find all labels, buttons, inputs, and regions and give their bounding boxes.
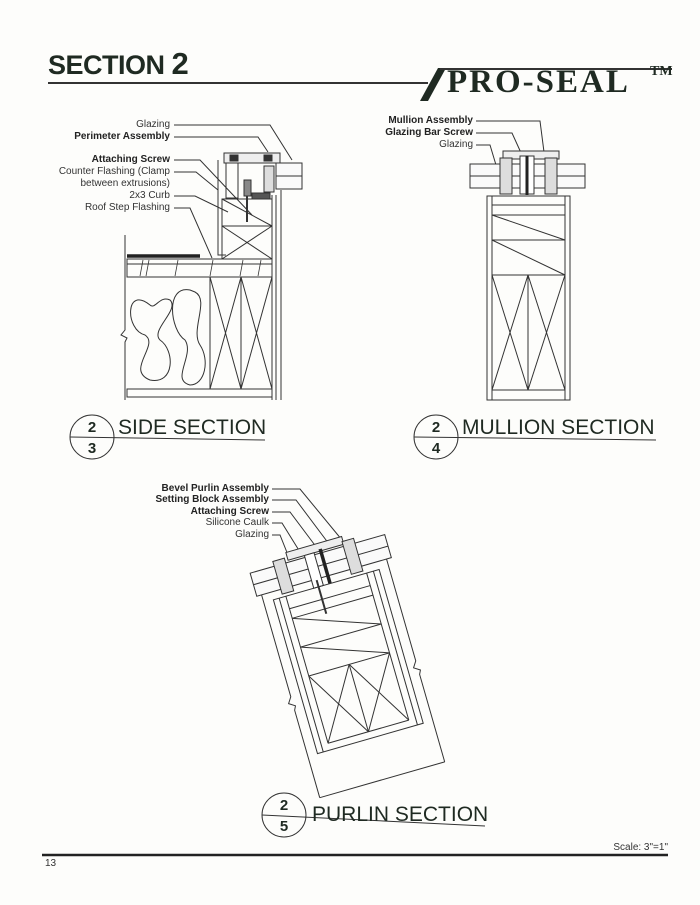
purlin-section-title: PURLIN SECTION [312,803,489,826]
side-section-drawing [120,124,303,400]
label-perimeter-assembly: Perimeter Assembly [74,131,170,142]
mullion-bubble-top: 2 [431,419,441,436]
label-glazing-bar-screw: Glazing Bar Screw [385,127,473,138]
side-bubble-bottom: 3 [87,440,97,457]
side-section-bubble [69,414,266,460]
brand-logo: PRO-SEAL [447,64,630,100]
mullion-section-bubble [413,414,657,460]
purlin-bubble-top: 2 [279,797,289,814]
mullion-section-drawing [469,120,586,401]
section-title: SECTION 2 [48,46,189,82]
page-number: 13 [45,858,57,869]
side-section-title: SIDE SECTION [118,416,267,439]
label-mullion-glazing: Glazing [439,139,473,150]
label-counter-flashing: Counter Flashing (Clamp [58,166,170,177]
label-roof-step-flashing: Roof Step Flashing [84,202,170,213]
scale-note: Scale: 3"=1" [613,842,668,853]
label-purlin-attaching-screw: Attaching Screw [190,506,269,517]
label-bevel-purlin-assembly: Bevel Purlin Assembly [161,483,269,494]
label-setting-block-assembly: Setting Block Assembly [155,494,269,505]
label-curb: 2x3 Curb [129,190,170,201]
label-purlin-glazing: Glazing [235,529,269,540]
header-rule [48,68,672,101]
section-word: SECTION [48,50,165,80]
purlin-bubble-bottom: 5 [279,818,289,835]
purlin-section-bubble [261,792,486,838]
label-attaching-screw: Attaching Screw [91,154,170,165]
purlin-section-drawing [249,488,446,799]
section-number: 2 [171,46,189,81]
mullion-section-title: MULLION SECTION [462,416,655,439]
label-silicone-caulk: Silicone Caulk [205,517,269,528]
label-counter-flashing-cont: between extrusions) [80,178,171,189]
label-mullion-assembly: Mullion Assembly [388,115,473,126]
trademark: TM [650,64,673,79]
mullion-bubble-bottom: 4 [431,440,441,457]
label-glazing: Glazing [136,119,170,130]
side-bubble-top: 2 [87,419,97,436]
